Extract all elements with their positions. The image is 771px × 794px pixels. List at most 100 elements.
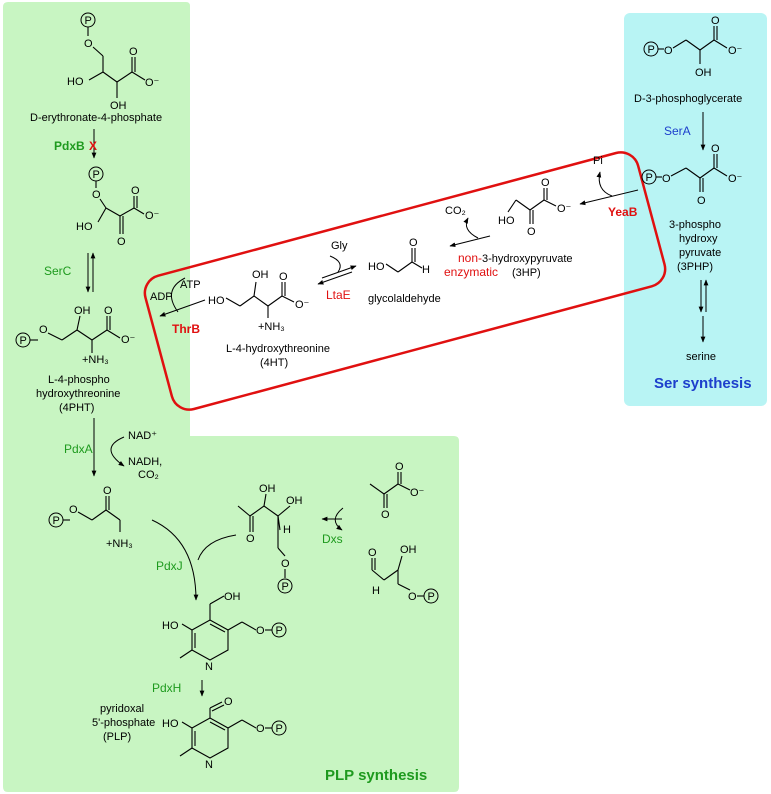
3hp-label-line1: 3-hydroxypyruvate: [482, 253, 573, 265]
pyruvate-structure: O O O⁻: [369, 461, 425, 521]
pdxb-enzyme: PdxB: [54, 139, 85, 153]
atom-ho: HO: [368, 261, 385, 273]
4pht-structure: P O OH +NH₃ O O⁻: [15, 305, 136, 366]
serc-enzyme: SerC: [44, 264, 72, 278]
atom-ho: HO: [67, 76, 84, 88]
pdxa-enzyme: PdxA: [64, 442, 93, 456]
adp-cofactor: ADP: [150, 291, 173, 303]
atom-ho: HO: [76, 221, 93, 233]
atom-o: O: [541, 177, 550, 189]
atom-o: O: [104, 305, 113, 317]
gly-cofactor: Gly: [331, 240, 348, 252]
4ht-label-line1: L-4-hydroxythreonine: [226, 343, 330, 355]
phosphate-symbol: [423, 588, 439, 604]
atom-o: O: [279, 271, 288, 283]
atom-o: O: [697, 195, 706, 207]
atom-h: H: [422, 264, 430, 276]
atom-o: O: [92, 189, 101, 201]
4ht-structure: HO OH +NH₃ O O⁻: [208, 269, 310, 333]
thrb-enzyme: ThrB: [172, 322, 200, 336]
phosphate-label: P: [646, 172, 653, 184]
atom-o: O: [711, 143, 720, 155]
atom-o-minus: O⁻: [295, 299, 310, 311]
atom-o: O: [84, 38, 93, 50]
atom-o-minus: O⁻: [121, 334, 136, 346]
phosphate-label: P: [648, 44, 655, 56]
atom-oh: OH: [110, 100, 127, 112]
atom-o: O: [381, 509, 390, 521]
pi-product: Pi: [593, 155, 603, 167]
sera-enzyme: SerA: [664, 124, 691, 138]
atom-o: O: [711, 15, 720, 27]
phosphate-label: P: [428, 591, 435, 603]
atom-o: O: [39, 324, 48, 336]
atom-ho: HO: [162, 718, 179, 730]
atom-oh: OH: [695, 67, 712, 79]
atom-h: H: [283, 524, 291, 536]
atom-ho: HO: [498, 215, 515, 227]
pdxb-block-mark: X: [89, 139, 97, 153]
phosphate-label: P: [93, 169, 100, 181]
phosphate-label: P: [53, 515, 60, 527]
phosphate-label: P: [282, 581, 289, 593]
3hp-structure: HO O O O⁻: [498, 177, 572, 238]
atom-o: O: [368, 547, 377, 559]
nad-cofactor: NAD⁺: [128, 430, 157, 442]
phosphate-label: P: [276, 625, 283, 637]
atom-n: N: [205, 661, 213, 673]
d-erythronate-4-phosphate-structure: P O O O⁻ HO OH: [67, 12, 160, 112]
phosphate-symbol: [271, 622, 287, 638]
atom-oh: OH: [252, 269, 269, 281]
3php-structure: P O O O O⁻: [641, 143, 743, 207]
phosphate-symbol: [271, 720, 287, 736]
atom-o-minus: O⁻: [410, 487, 425, 499]
atom-o: O: [662, 173, 671, 185]
serine-label: serine: [686, 351, 716, 363]
atom-nh3-plus: +NH₃: [82, 354, 109, 366]
phosphate-label: P: [85, 15, 92, 27]
atom-oh: OH: [74, 305, 91, 317]
pyridoxine-phosphate-structure: N OH HO O P: [162, 591, 287, 673]
dxs-enzyme: Dxs: [322, 532, 343, 546]
atom-o: O: [224, 696, 233, 708]
plp-structure: N O HO O P: [162, 696, 287, 771]
atom-o: O: [409, 237, 418, 249]
glycolaldehyde-label: glycolaldehyde: [368, 293, 441, 305]
4pht-label-line1: L-4-phospho: [48, 374, 110, 386]
atom-ho: HO: [208, 295, 225, 307]
4pht-label-line2: hydroxythreonine: [36, 388, 120, 400]
atom-o: O: [256, 723, 265, 735]
atom-nh3-plus: +NH₃: [258, 321, 285, 333]
pdxj-enzyme: PdxJ: [156, 559, 183, 573]
atom-o-minus: O⁻: [728, 173, 743, 185]
atom-ho: HO: [162, 620, 179, 632]
d-3-phosphoglycerate-structure: P O OH O O⁻: [643, 15, 743, 79]
phosphate-label: P: [20, 335, 27, 347]
non-enzymatic-line2: enzymatic: [444, 265, 498, 279]
ser-synthesis-region: [624, 13, 767, 406]
atom-oh: OH: [400, 544, 417, 556]
3hp-label-line2: (3HP): [512, 267, 541, 279]
atom-o: O: [129, 46, 138, 58]
glyceraldehyde-3-phosphate-structure: O H OH O P: [368, 544, 439, 604]
atom-o: O: [281, 558, 290, 570]
atom-o: O: [256, 625, 265, 637]
d-3-phosphoglycerate-label: D-3-phosphoglycerate: [634, 93, 742, 105]
atp-cofactor: ATP: [180, 279, 201, 291]
atom-o: O: [69, 504, 78, 516]
atom-o-minus: O⁻: [728, 45, 743, 57]
salvage-pathway-box: [143, 151, 667, 411]
atom-o-minus: O⁻: [145, 210, 160, 222]
atom-o: O: [527, 226, 536, 238]
atom-o: O: [131, 185, 140, 197]
plp-label-line1: pyridoxal: [100, 703, 144, 715]
atom-o: O: [246, 533, 255, 545]
atom-o: O: [408, 591, 417, 603]
atom-o: O: [395, 461, 404, 473]
atom-oh: OH: [259, 483, 276, 495]
plp-synthesis-region: [3, 2, 459, 792]
glycolaldehyde-structure: HO O H: [368, 237, 430, 276]
phosphate-label: P: [276, 723, 283, 735]
yeab-enzyme: YeaB: [608, 205, 638, 219]
atom-o: O: [103, 485, 112, 497]
